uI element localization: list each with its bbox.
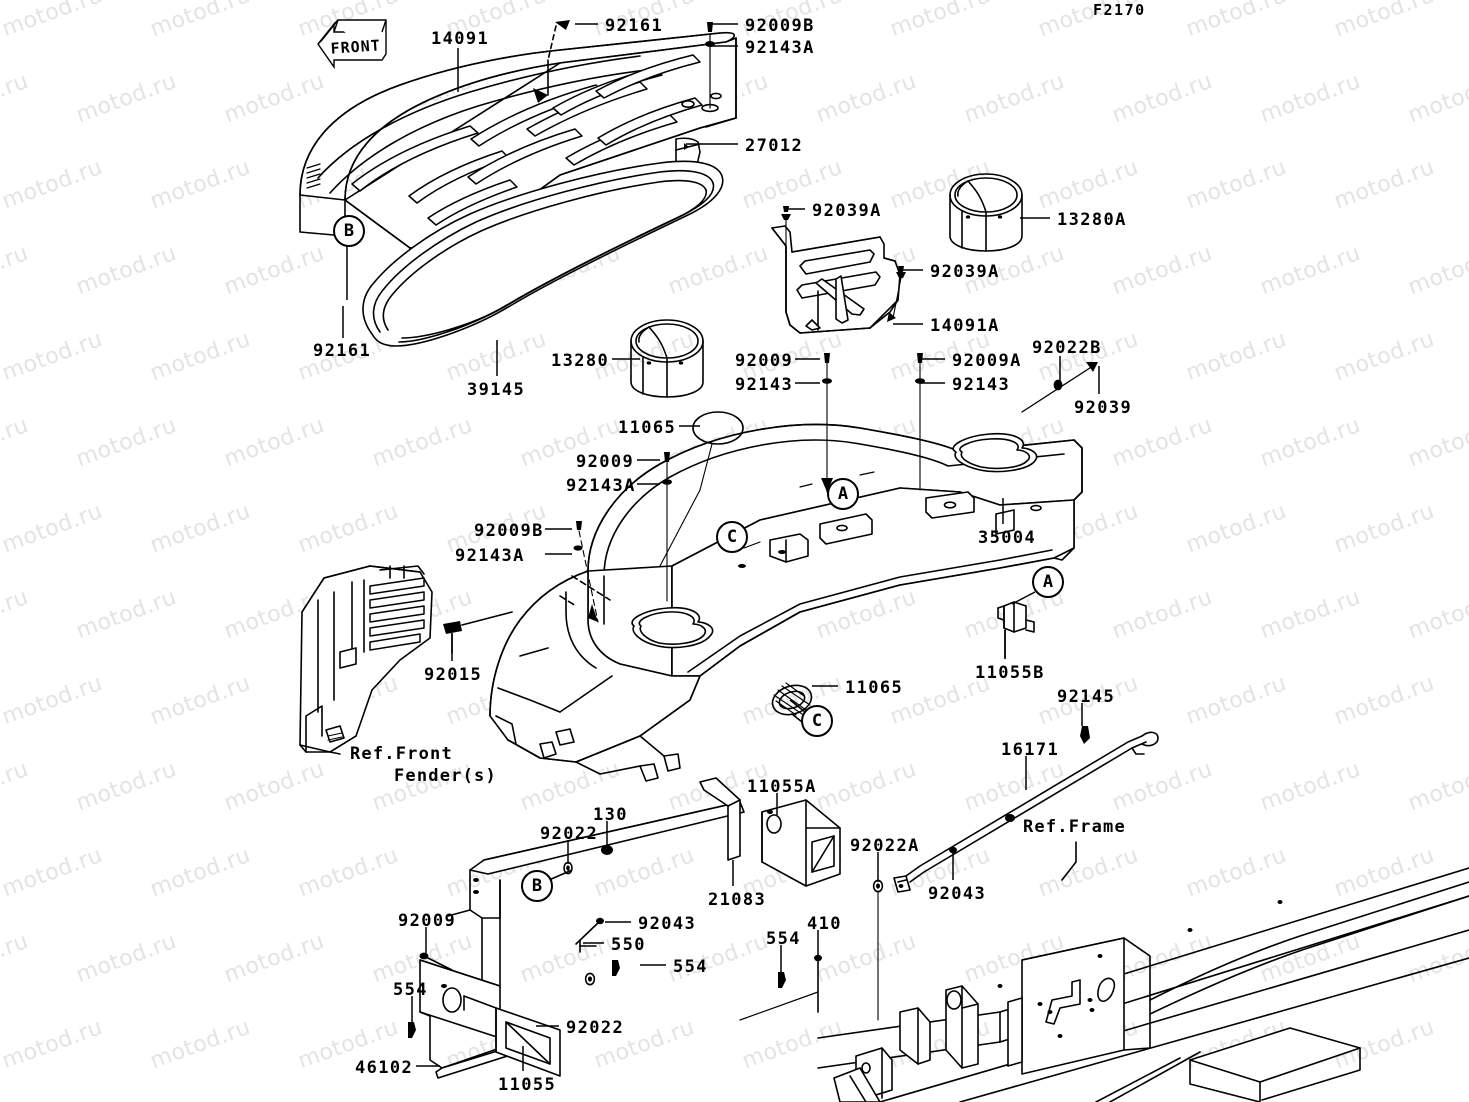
- part-number-label: 92143: [735, 375, 794, 395]
- part-number-label: 13280A: [1057, 210, 1127, 230]
- front-badge-text: FRONT: [330, 36, 381, 57]
- part-number-label: 11055A: [747, 777, 817, 797]
- circle-callout: A: [1032, 566, 1064, 598]
- part-number-label: 92015: [424, 665, 483, 685]
- part-number-label: 92161: [605, 16, 664, 36]
- part-number-label: 92043: [638, 914, 697, 934]
- circle-callout: C: [716, 521, 748, 553]
- ref-frame-label: Ref.Frame: [1023, 817, 1126, 837]
- part-number-label: 92009: [398, 911, 457, 931]
- leader-line: [548, 869, 573, 881]
- part-number-label: 554: [766, 929, 801, 949]
- part-shape-cover-14091A: [771, 206, 906, 334]
- part-number-label: 39145: [467, 380, 526, 400]
- part-number-label: 11065: [845, 678, 904, 698]
- part-shape-rod-16171: [872, 726, 1159, 1021]
- part-number-label: 92009: [576, 452, 635, 472]
- part-number-label: 130: [593, 805, 628, 825]
- part-number-label: 92143A: [566, 476, 636, 496]
- ref-front-fender-label-line2: Fender(s): [394, 766, 497, 786]
- leader-line: [1011, 591, 1036, 605]
- circle-callout: B: [333, 215, 365, 247]
- part-shape-dash-35004: [443, 353, 1098, 782]
- part-number-label: 92009A: [952, 351, 1022, 371]
- part-number-label: 21083: [708, 890, 767, 910]
- circle-callout: B: [521, 870, 553, 902]
- part-number-label: 92145: [1057, 687, 1116, 707]
- part-number-label: 92043: [928, 884, 987, 904]
- part-number-label: 92161: [313, 341, 372, 361]
- part-number-label: 92009: [735, 351, 794, 371]
- circle-callout: C: [801, 705, 833, 737]
- sheet-code: F2170: [1093, 1, 1146, 19]
- part-number-label: 46102: [355, 1058, 414, 1078]
- part-number-label: 92039A: [812, 201, 882, 221]
- part-shape-ref-front-fender: [299, 565, 433, 755]
- part-number-label: 554: [673, 957, 708, 977]
- part-shape-seal-39145: [362, 160, 724, 347]
- part-number-label: 11055B: [975, 663, 1045, 683]
- part-shape-cupholder-13280: [630, 319, 704, 398]
- part-number-label: 11065: [618, 418, 677, 438]
- part-number-label: 92039: [1074, 398, 1133, 418]
- part-number-label: 92022A: [850, 836, 920, 856]
- front-direction-badge: FRONT: [308, 14, 390, 72]
- leader-line: [789, 699, 806, 713]
- circle-callout: A: [827, 478, 859, 510]
- part-number-label: 92022: [540, 824, 599, 844]
- part-number-label: 410: [807, 914, 842, 934]
- part-number-label: 16171: [1001, 740, 1060, 760]
- part-number-label: 13280: [551, 351, 610, 371]
- part-number-label: 550: [611, 935, 646, 955]
- part-number-label: 92022B: [1032, 338, 1102, 358]
- part-number-label: 554: [393, 980, 428, 1000]
- part-shape-ref-frame: [817, 841, 1469, 1102]
- part-number-label: 27012: [745, 136, 804, 156]
- part-number-label: 92022: [566, 1018, 625, 1038]
- part-number-label: 92039A: [930, 262, 1000, 282]
- part-number-label: 14091: [431, 29, 490, 49]
- part-number-label: 92143: [952, 375, 1011, 395]
- part-number-label: 92009B: [745, 16, 815, 36]
- ref-front-fender-label-line1: Ref.Front: [350, 744, 453, 764]
- part-shape-cupholder-13280A: [949, 173, 1023, 252]
- part-number-label: 14091A: [930, 316, 1000, 336]
- part-number-label: 92143A: [455, 546, 525, 566]
- part-number-label: 35004: [978, 528, 1037, 548]
- part-number-label: 11055: [498, 1075, 557, 1095]
- part-number-label: 92009B: [474, 521, 544, 541]
- part-number-label: 92143A: [745, 38, 815, 58]
- part-shape-roof-14091: [299, 20, 737, 263]
